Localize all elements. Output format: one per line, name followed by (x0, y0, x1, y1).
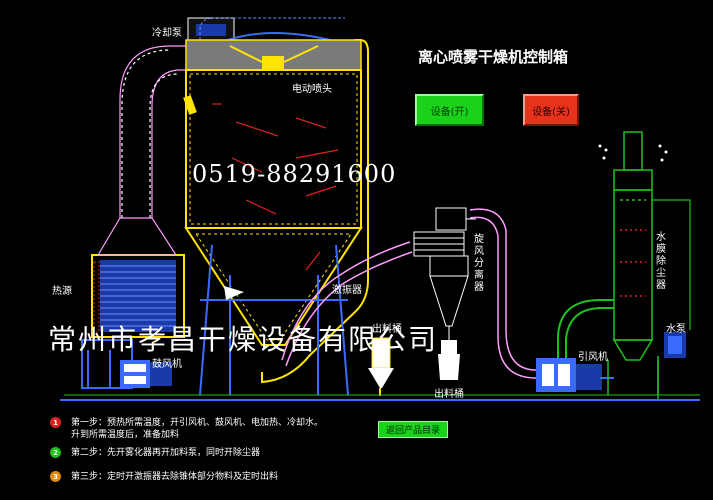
water-film-dust-collector-label: 水膜除尘器 (656, 232, 666, 291)
cyclone-separator (413, 207, 476, 380)
heat-source-unit (91, 254, 185, 338)
company-name: 常州市孝昌干燥设备有限公司 (48, 323, 439, 356)
step-2-badge: 2 (50, 447, 61, 458)
heat-source-label: 热源 (52, 286, 72, 297)
step-3-text: 第三步：定时开激振器去除锥体部分物料及定时出料 (71, 472, 279, 482)
blower-label: 鼓风机 (152, 359, 182, 370)
electric-nozzle-label: 电动喷头 (292, 84, 332, 95)
step-1: 1 第一步：预热所需温度，开引风机、鼓风机、电加热、冷却水。 升到所需温度后，准… (50, 417, 323, 441)
page-title: 离心喷雾干燥机控制箱 (418, 48, 569, 66)
equipment-off-button[interactable]: 设备(关) (523, 94, 579, 126)
step-1-text: 第一步：预热所需温度，开引风机、鼓风机、电加热、冷却水。 升到所需温度后，准备加… (71, 418, 324, 440)
cyclone-separator-label: 旋风分离器 (474, 234, 484, 293)
induced-draft-fan-label: 引风机 (578, 352, 608, 363)
equipment-on-button[interactable]: 设备(开) (415, 94, 484, 126)
hot-air-duct (97, 45, 200, 256)
back-to-catalog-button[interactable]: 返回产品目录 (378, 421, 448, 438)
discharge-bucket-label: 出料桶 (434, 389, 464, 400)
phone-number: 0519-88291600 (192, 160, 397, 188)
cooling-pump-label: 冷却泵 (152, 28, 182, 39)
induced-draft-fan (536, 358, 614, 392)
step-2-text: 第二步：先开雾化器再开加料泵，同时开除尘器 (71, 448, 261, 458)
water-film-dust-collector (607, 131, 691, 395)
step-1-badge: 1 (50, 417, 61, 428)
drying-tower (183, 39, 363, 396)
water-pump-label: 水泵 (666, 324, 686, 335)
step-3: 3 第三步：定时开激振器去除锥体部分物料及定时出料 (50, 471, 278, 483)
blower-unit (81, 339, 172, 389)
left-discharge-bucket-label: 出料桶 (372, 324, 402, 335)
vibrator-label: 激振器 (332, 285, 362, 296)
step-2: 2 第二步：先开雾化器再开加料泵，同时开除尘器 (50, 447, 260, 459)
step-3-badge: 3 (50, 471, 61, 482)
